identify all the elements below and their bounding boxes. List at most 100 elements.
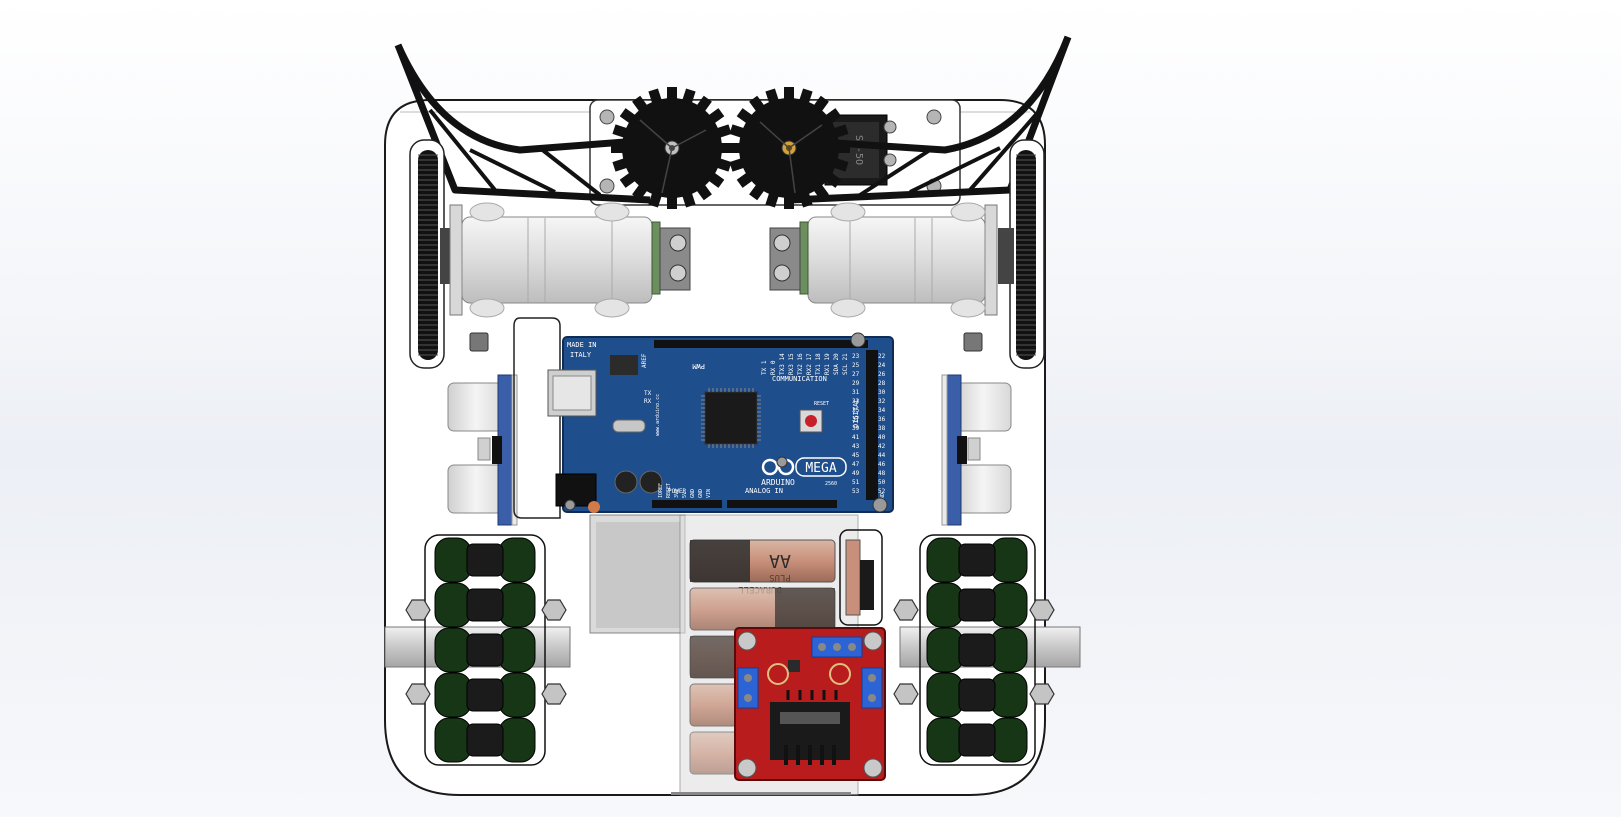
gear-left	[611, 87, 733, 209]
analog-in-label: ANALOG IN	[745, 487, 783, 495]
pwm-label: PWM	[692, 362, 705, 370]
omni-roller	[434, 537, 472, 583]
omni-hub-segment	[958, 633, 996, 667]
battery-plus-text: PLUS	[769, 572, 791, 582]
omni-roller	[498, 672, 536, 718]
power-pin-label: 5V	[682, 492, 688, 498]
hex-nuts-left	[405, 599, 567, 705]
power-pin-label: IOREF	[658, 483, 664, 498]
omni-hub-segment	[466, 723, 504, 757]
rx-led-label: RX	[644, 398, 652, 405]
digital-pin-label: 40	[878, 434, 886, 441]
digital-pin-label: 50	[878, 479, 886, 486]
digital-pin-label: 32	[878, 398, 886, 405]
digital-pin-label: 36	[878, 416, 886, 423]
serial-pin-label: TX2 16	[797, 353, 804, 375]
omni-roller	[926, 672, 964, 718]
omni-hub-segment	[466, 543, 504, 577]
battery-clip	[839, 529, 883, 626]
omni-roller	[990, 672, 1028, 718]
power-label: POWER	[668, 488, 686, 495]
reset-label: RESET	[814, 401, 829, 407]
gripper-arm-left	[394, 43, 651, 204]
digital-pin-label: 41	[852, 434, 860, 441]
omni-hub-segment	[958, 543, 996, 577]
arduino-mega-board: ARDUINO MEGA 2560 MADE IN ITALY COMMUNIC…	[547, 332, 894, 513]
switch-label: SC-5O	[853, 135, 864, 165]
omni-roller	[434, 582, 472, 628]
digital-pin-label: 43	[852, 443, 860, 450]
power-pin-label: RESET	[666, 483, 672, 498]
drive-wheel-left	[409, 139, 456, 369]
omni-hub-segment	[958, 678, 996, 712]
digital-pin-label: 53	[852, 488, 860, 495]
digital-pin-label: 42	[878, 443, 886, 450]
digital-pin-label: 27	[852, 371, 860, 378]
digital-pin-label: 52	[878, 488, 886, 495]
omni-roller	[990, 582, 1028, 628]
aref-label: AREF	[641, 353, 648, 368]
omni-roller	[498, 627, 536, 673]
power-pin-label: GND	[698, 489, 704, 498]
digital-pin-label: 33	[852, 398, 860, 405]
digital-pin-label: 44	[878, 452, 886, 459]
omni-roller	[926, 717, 964, 763]
dc-motor-right	[769, 202, 998, 318]
serial-pin-label: RX1 19	[824, 353, 831, 375]
digital-pin-label: 49	[852, 470, 860, 477]
cable-loop	[513, 317, 561, 519]
standoffs	[469, 332, 983, 352]
omni-hub-segment	[466, 633, 504, 667]
omni-wheel-left	[384, 534, 571, 766]
serial-pin-label: RX2 17	[806, 353, 813, 375]
omni-roller	[990, 717, 1028, 763]
digital-pin-label: 48	[878, 470, 886, 477]
battery-size-text: AA	[769, 550, 791, 571]
digital-pin-label: 51	[852, 479, 860, 486]
power-pin-label: 3V3	[674, 489, 680, 498]
dc-motor-left	[449, 202, 691, 318]
arduino-model-text: MEGA	[805, 461, 836, 476]
digital-pin-label: 37	[852, 416, 860, 423]
serial-pin-label: TX 1	[761, 360, 768, 375]
serial-pin-label: TX1 18	[815, 353, 822, 375]
power-pin-label: GND	[690, 489, 696, 498]
serial-pin-label: RX3 15	[788, 353, 795, 375]
aa-battery-2	[689, 587, 836, 631]
digital-pin-label: 39	[852, 425, 860, 432]
digital-pin-label: 35	[852, 407, 860, 414]
serial-pin-label: TX3 14	[779, 353, 786, 375]
made-in-text: MADE IN	[567, 341, 597, 349]
omni-roller	[498, 537, 536, 583]
omni-hub-segment	[466, 588, 504, 622]
digital-pin-label: 30	[878, 389, 886, 396]
omni-roller	[926, 627, 964, 673]
serial-pin-label: RX 0	[770, 360, 777, 375]
digital-pin-label: 25	[852, 362, 860, 369]
omni-wheel-right	[893, 534, 1081, 766]
omni-roller	[434, 672, 472, 718]
digital-label: DIGITAL	[852, 398, 860, 428]
website-label: www.arduino.cc	[655, 394, 661, 436]
made-in-country-text: ITALY	[570, 351, 592, 359]
digital-pin-label: 28	[878, 380, 886, 387]
power-pin-label: VIN	[706, 489, 712, 498]
digital-pin-label: 45	[852, 452, 860, 459]
omni-hub-segment	[958, 723, 996, 757]
omni-roller	[926, 582, 964, 628]
digital-pin-label: 47	[852, 461, 860, 468]
omni-roller	[926, 537, 964, 583]
omni-hub-segment	[466, 678, 504, 712]
omni-roller	[434, 627, 472, 673]
digital-pin-label: 38	[878, 425, 886, 432]
omni-roller	[498, 582, 536, 628]
omni-roller	[990, 537, 1028, 583]
digital-pin-label: 46	[878, 461, 886, 468]
tx-led-label: TX	[644, 390, 652, 397]
digital-pin-labels: 2224262830323436384042444648505223252729…	[852, 353, 886, 495]
digital-pin-label: 29	[852, 380, 860, 387]
arduino-model-sub-text: 2560	[825, 481, 837, 487]
